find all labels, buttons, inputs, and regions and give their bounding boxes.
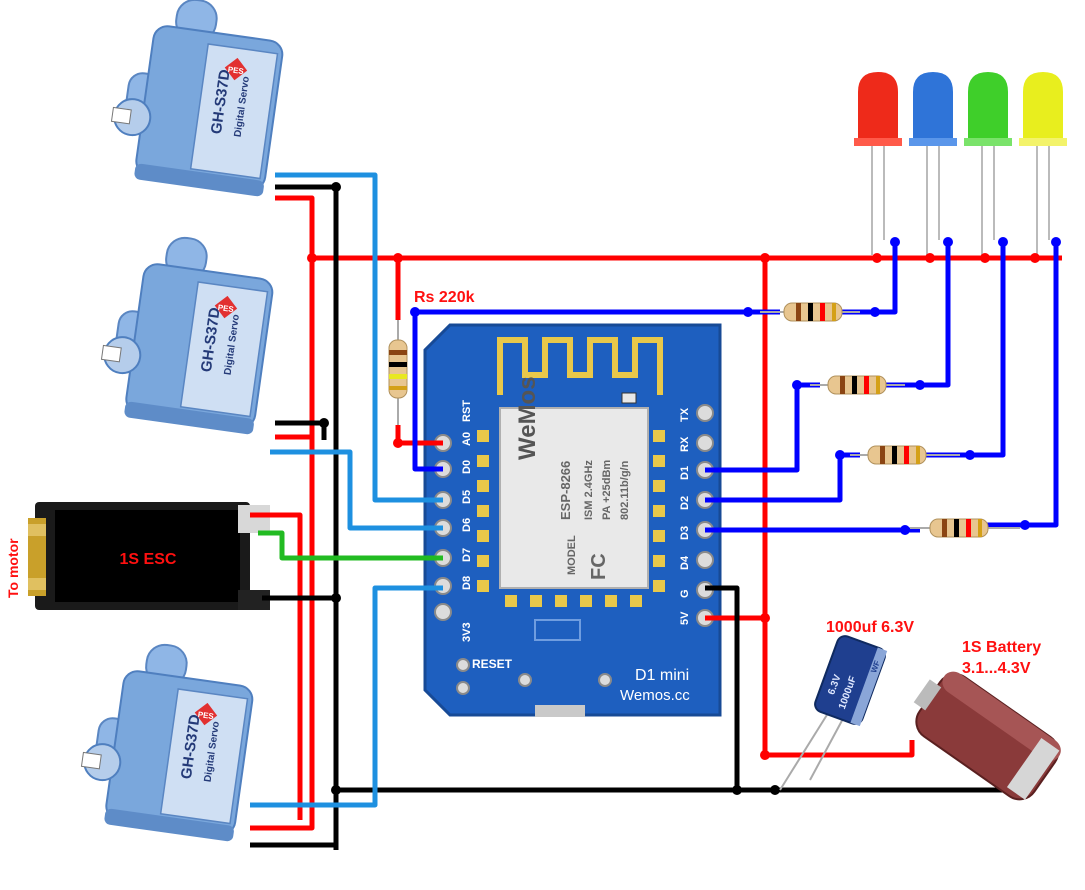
reset-label: RESET — [472, 657, 513, 671]
pin-d2: D2 — [679, 496, 691, 510]
led-green — [964, 72, 1012, 255]
led-red — [854, 72, 902, 255]
battery-range: 3.1...4.3V — [962, 660, 1031, 677]
led-blue — [909, 72, 957, 255]
wemos-d1-mini-board: WeMos ESP-8266 ISM 2.4GHz PA +25dBm 802.… — [423, 323, 722, 717]
pin-d0: D0 — [461, 460, 473, 474]
pin-d5: D5 — [461, 490, 473, 504]
resistor-rs — [388, 320, 408, 425]
battery-title: 1S Battery — [962, 639, 1041, 656]
red-wires — [250, 195, 1062, 831]
pin-d3: D3 — [679, 526, 691, 540]
esc-module: 1S ESC — [28, 502, 270, 610]
resistor-2 — [810, 375, 905, 395]
capacitor: 6.3V 1000uF WF — [779, 635, 888, 791]
esc-label: 1S ESC — [120, 551, 177, 568]
left-pin-labels: RST A0 D0 D5 D6 D7 D8 3V3 — [461, 400, 473, 642]
resistor-3 — [850, 445, 960, 465]
header-pads — [477, 430, 665, 607]
junction-dots — [307, 182, 1061, 795]
board-model-label: MODEL — [566, 535, 578, 575]
rs-label: Rs 220k — [414, 289, 475, 306]
green-wire — [258, 530, 443, 561]
pin-d6: D6 — [461, 518, 473, 532]
resistor-1 — [760, 302, 860, 322]
board-chip-spec3: 802.11b/g/n — [619, 460, 631, 520]
pin-d8: D8 — [461, 576, 473, 590]
pin-a0: A0 — [461, 432, 473, 446]
capacitor-brand: WF — [869, 659, 882, 674]
reset-pads — [456, 658, 612, 695]
battery-18650 — [913, 671, 1061, 801]
board-chip-spec1: ISM 2.4GHz — [583, 460, 595, 520]
pin-5v: 5V — [679, 611, 691, 625]
resistor-4 — [910, 518, 1020, 538]
pin-rx: RX — [679, 436, 691, 452]
board-fcc: FC — [588, 553, 610, 580]
pin-d7: D7 — [461, 548, 473, 562]
right-pin-labels: TX RX D1 D2 D3 D4 G 5V — [679, 407, 691, 625]
board-chip: ESP-8266 — [558, 461, 573, 520]
to-motor-label: To motor — [5, 538, 21, 598]
pin-d4: D4 — [679, 555, 691, 570]
lightblue-wires — [250, 172, 443, 808]
servo-3: GH-S37D Digital Servo — [72, 634, 260, 844]
board-logo: WeMos — [514, 376, 541, 460]
pin-rst: RST — [461, 400, 473, 422]
board-chip-spec2: PA +25dBm — [601, 460, 613, 520]
pin-3v3: 3V3 — [461, 622, 473, 642]
board-site: Wemos.cc — [620, 687, 690, 704]
board-name: D1 mini — [635, 667, 689, 684]
pin-g: G — [679, 589, 691, 598]
capacitor-label: 1000uf 6.3V — [826, 619, 914, 636]
pin-tx: TX — [679, 407, 691, 422]
servo-2: GH-S37D Digital Servo — [92, 227, 280, 437]
led-yellow — [1019, 72, 1067, 255]
servo-1: GH-S37D Digital Servo — [102, 0, 290, 199]
pin-d1: D1 — [679, 466, 691, 480]
